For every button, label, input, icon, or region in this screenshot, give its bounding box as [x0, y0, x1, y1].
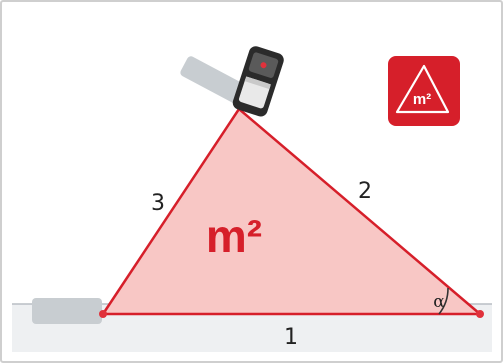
angle-label: α	[433, 292, 445, 312]
side-label-2: 2	[358, 179, 372, 204]
side-label-3: 3	[151, 191, 165, 216]
left-gray-block	[32, 298, 102, 324]
laser-meter-device-icon	[232, 46, 284, 117]
side-label-1: 1	[284, 325, 298, 350]
triangle	[101, 107, 482, 316]
area-label: m²	[206, 210, 262, 262]
vertex-right	[476, 310, 484, 318]
angle-arc	[438, 287, 449, 315]
vertex-left	[99, 310, 107, 318]
top-gray-bar	[180, 56, 250, 106]
badge-label: m²	[413, 91, 431, 108]
triangle-area-icon: m²	[388, 56, 460, 126]
